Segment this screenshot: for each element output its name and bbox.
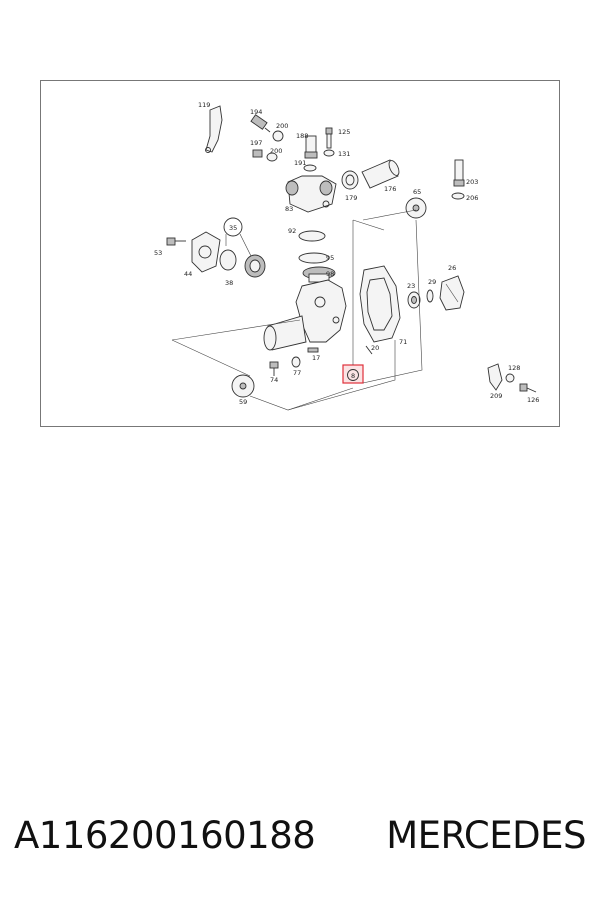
label-74: 74 (270, 376, 278, 384)
part-cover-44 (191, 231, 221, 273)
part-impeller-26 (439, 275, 465, 311)
part-sensor-194 (250, 114, 271, 133)
label-53: 53 (154, 249, 162, 257)
caption-bar: A116200160188 MERCEDES (0, 805, 600, 865)
label-65: 65 (413, 188, 421, 196)
label-188: 188 (296, 132, 308, 140)
label-95: 95 (326, 254, 334, 262)
label-29: 29 (428, 278, 436, 286)
label-200: 200 (276, 122, 288, 130)
part-washer-200b (266, 152, 278, 162)
label-77: 77 (293, 369, 301, 377)
label-98: 98 (326, 270, 334, 278)
label-59: 59 (239, 398, 247, 406)
part-sender-188 (303, 135, 318, 172)
part-washer-200 (272, 130, 284, 142)
label-44: 44 (184, 270, 192, 278)
part-water-pump-housing (263, 279, 347, 351)
part-nut-197 (252, 149, 263, 158)
label-35: 35 (229, 224, 237, 232)
part-pulley-65 (405, 197, 427, 219)
label-197: 197 (250, 139, 262, 147)
label-83: 83 (285, 205, 293, 213)
part-thermostat-35 (244, 254, 266, 278)
label-26: 26 (448, 264, 456, 272)
part-ring-95 (298, 252, 330, 264)
label-92: 92 (288, 227, 296, 235)
part-bolt-126 (519, 383, 537, 393)
assembly-lines (171, 209, 423, 411)
label-38: 38 (225, 279, 233, 287)
part-clamp-179 (341, 170, 359, 190)
label-194: 194 (250, 108, 262, 116)
part-bolt-53 (166, 237, 186, 246)
label-119: 119 (198, 101, 210, 109)
label-17: 17 (312, 354, 320, 362)
part-bolt-125 (323, 127, 335, 157)
part-gasket-71 (359, 265, 401, 343)
part-bearing-23 (407, 291, 421, 309)
label-23: 23 (407, 282, 415, 290)
label-8: 8 (351, 372, 355, 380)
part-washer-77 (291, 356, 301, 368)
part-thermostat-housing-83 (285, 175, 337, 213)
label-200b: 200 (270, 147, 282, 155)
part-washer-206 (451, 192, 465, 200)
label-206: 206 (466, 194, 478, 202)
parts-diagram-svg: 119 194 200 188 125 197 200 131 191 179 … (40, 80, 560, 427)
part-sensor-203 (453, 159, 465, 187)
part-gasket-92 (298, 230, 326, 242)
part-hose-176 (361, 159, 400, 189)
part-bolt-74 (269, 361, 279, 376)
part-ring-29 (426, 289, 434, 303)
part-ring-38 (219, 249, 237, 271)
parts-diagram: 119 194 200 188 125 197 200 131 191 179 … (40, 80, 560, 427)
label-131: 131 (338, 150, 350, 158)
label-125: 125 (338, 128, 350, 136)
label-128: 128 (508, 364, 520, 372)
label-71: 71 (399, 338, 407, 346)
part-bolt-17 (307, 347, 319, 353)
label-126: 126 (527, 396, 539, 404)
part-bracket-119 (205, 105, 223, 153)
part-number: A116200160188 (14, 813, 316, 857)
diagram-border (40, 80, 560, 427)
callout-35 (223, 217, 253, 259)
part-bracket-209 (487, 363, 503, 391)
part-pulley-59 (231, 374, 255, 398)
label-179: 179 (345, 194, 357, 202)
label-203: 203 (466, 178, 478, 186)
label-20: 20 (371, 344, 379, 352)
part-washer-128 (505, 373, 515, 383)
label-176: 176 (384, 185, 396, 193)
part-pin-20 (365, 345, 373, 355)
label-191: 191 (294, 159, 306, 167)
label-209: 209 (490, 392, 502, 400)
brand-name: MERCEDES (386, 813, 586, 857)
